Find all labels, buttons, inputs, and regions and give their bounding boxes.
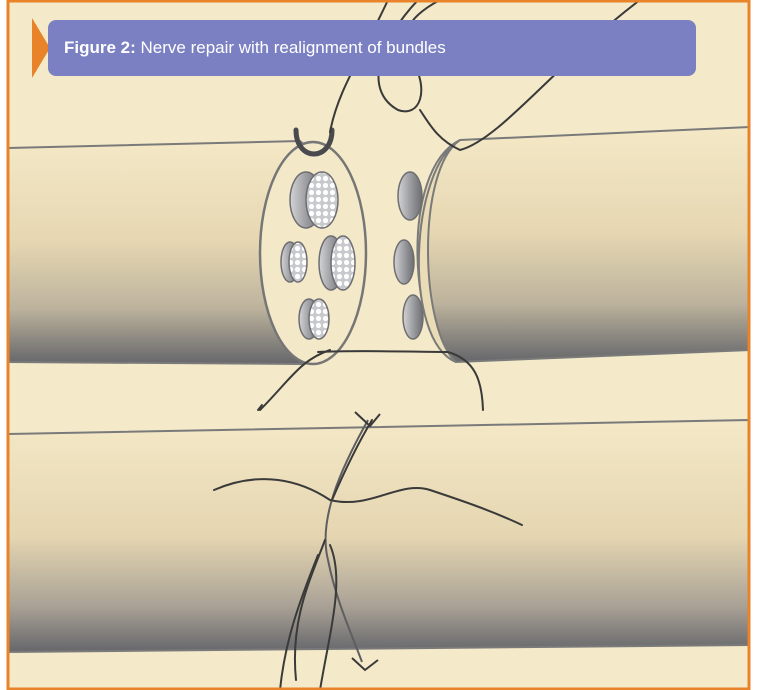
figure-label: Figure 2:	[64, 38, 141, 57]
fascicle	[299, 299, 329, 339]
fascicle	[403, 295, 423, 339]
fascicle	[281, 242, 307, 282]
fascicle	[319, 236, 355, 290]
fascicle	[394, 240, 414, 284]
repaired-nerve	[8, 420, 750, 652]
fascicle	[290, 172, 338, 228]
figure-caption: Nerve repair with realignment of bundles	[141, 38, 446, 57]
figure-title-bar: Figure 2: Nerve repair with realignment …	[48, 20, 696, 76]
right-nerve-stump	[417, 127, 750, 362]
fascicle	[398, 172, 422, 220]
